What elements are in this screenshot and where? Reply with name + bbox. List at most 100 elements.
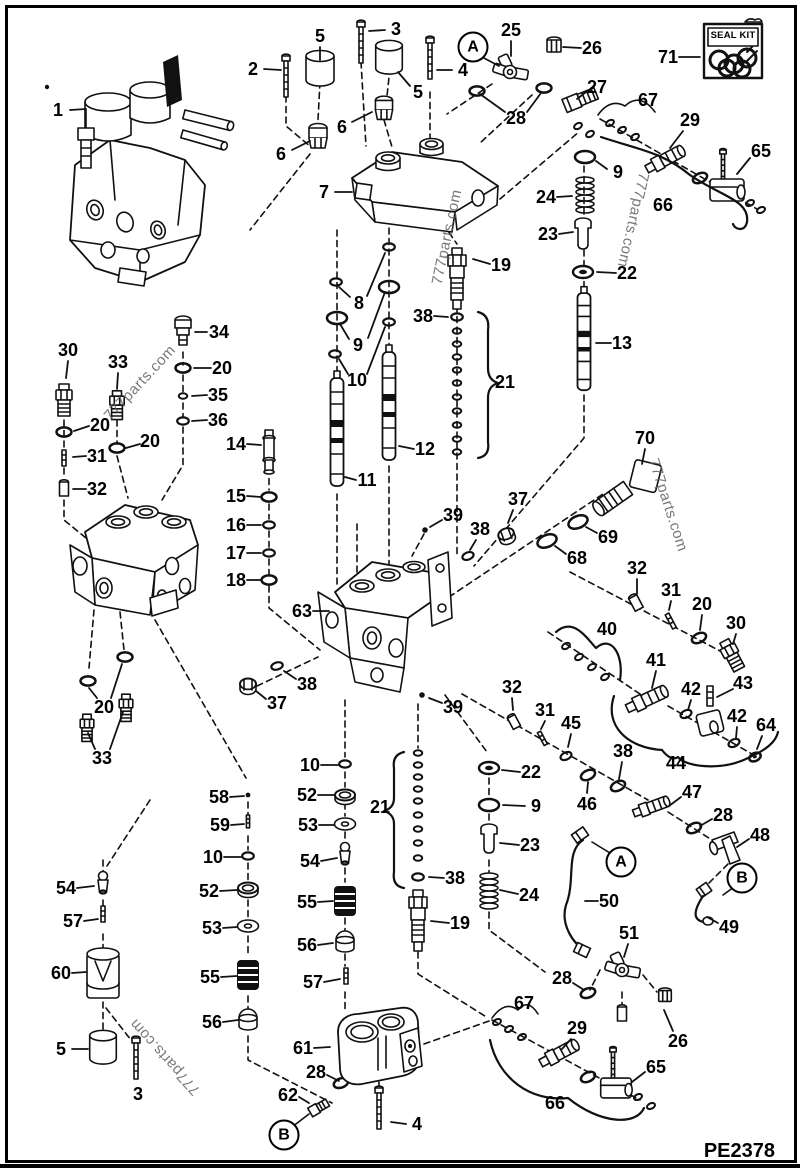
callout-31: 31 [660, 580, 682, 600]
callout-50: 50 [598, 891, 620, 911]
lower-relief-columns-art [87, 749, 501, 1080]
callout-39: 39 [442, 505, 464, 525]
callout-58: 58 [208, 787, 230, 807]
callout-67: 67 [513, 993, 535, 1013]
callout-52: 52 [296, 785, 318, 805]
callout-3: 3 [132, 1084, 144, 1104]
callout-7: 7 [318, 182, 330, 202]
callout-35: 35 [207, 385, 229, 405]
callout-leader-lines [66, 30, 762, 1127]
callout-63: 63 [291, 601, 313, 621]
callout-13: 13 [611, 333, 633, 353]
callout-21: 21 [494, 372, 516, 392]
callout-42: 42 [726, 706, 748, 726]
callout-56: 56 [201, 1012, 223, 1032]
callout-66: 66 [652, 195, 674, 215]
callout-32: 32 [626, 558, 648, 578]
callout-6: 6 [275, 144, 287, 164]
callout-2: 2 [247, 59, 259, 79]
callout-20: 20 [211, 358, 233, 378]
callout-31: 31 [86, 446, 108, 466]
section-balloon-B: B [268, 1119, 300, 1151]
callout-57: 57 [302, 972, 324, 992]
callout-20: 20 [89, 415, 111, 435]
callout-4: 4 [411, 1114, 423, 1134]
callout-66: 66 [544, 1093, 566, 1113]
center-valve-body-art [239, 525, 519, 698]
callout-28: 28 [712, 805, 734, 825]
figure-code: PE2378 [703, 1140, 775, 1162]
callout-20: 20 [691, 594, 713, 614]
callout-31: 31 [534, 700, 556, 720]
callout-21: 21 [369, 797, 391, 817]
callout-44: 44 [665, 753, 687, 773]
steel-line-50-art [565, 827, 673, 1022]
callout-67: 67 [637, 90, 659, 110]
callout-38: 38 [296, 674, 318, 694]
callout-28: 28 [505, 108, 527, 128]
callout-3: 3 [390, 19, 402, 39]
callout-54: 54 [299, 851, 321, 871]
callout-15: 15 [225, 486, 247, 506]
callout-29: 29 [566, 1018, 588, 1038]
callout-27: 27 [586, 77, 608, 97]
callout-4: 4 [457, 60, 469, 80]
callout-29: 29 [679, 110, 701, 130]
callout-61: 61 [292, 1038, 314, 1058]
callout-53: 53 [297, 815, 319, 835]
callout-45: 45 [560, 713, 582, 733]
callout-8: 8 [353, 293, 365, 313]
callout-48: 48 [749, 825, 771, 845]
callout-11: 11 [357, 470, 377, 490]
seal-kit-box [704, 19, 762, 78]
main-valve-assembly-art [44, 55, 235, 286]
callout-33: 33 [91, 748, 113, 768]
callout-32: 32 [86, 479, 108, 499]
seal-kit-label: SEAL KIT [710, 30, 756, 41]
pilot-column-right-art [571, 120, 597, 392]
callout-9: 9 [612, 162, 624, 182]
callout-1: 1 [52, 100, 64, 120]
right-fitting-chains-art [505, 591, 778, 925]
callout-14: 14 [225, 434, 247, 454]
callout-40: 40 [596, 619, 618, 639]
callout-12: 12 [414, 439, 436, 459]
callout-23: 23 [519, 835, 541, 855]
callout-52: 52 [198, 881, 220, 901]
callout-49: 49 [718, 917, 740, 937]
section-balloon-B: B [726, 862, 758, 894]
dashed-construction-lines [64, 62, 757, 1103]
callout-10: 10 [346, 370, 368, 390]
callout-71: 71 [657, 47, 679, 67]
callout-20: 20 [93, 697, 115, 717]
callout-17: 17 [225, 543, 247, 563]
section-balloon-A: A [605, 846, 637, 878]
callout-69: 69 [597, 527, 619, 547]
callout-68: 68 [566, 548, 588, 568]
callout-53: 53 [201, 918, 223, 938]
callout-70: 70 [634, 428, 656, 448]
callout-65: 65 [645, 1057, 667, 1077]
callout-43: 43 [732, 673, 754, 693]
callout-46: 46 [576, 794, 598, 814]
callout-26: 26 [667, 1031, 689, 1051]
callout-33: 33 [107, 352, 129, 372]
callout-65: 65 [750, 141, 772, 161]
callout-10: 10 [299, 755, 321, 775]
callout-55: 55 [199, 967, 221, 987]
callout-55: 55 [296, 892, 318, 912]
callout-6: 6 [336, 117, 348, 137]
callout-38: 38 [469, 519, 491, 539]
callout-10: 10 [202, 847, 224, 867]
callout-36: 36 [207, 410, 229, 430]
callout-60: 60 [50, 963, 72, 983]
callout-23: 23 [537, 224, 559, 244]
callout-20: 20 [139, 431, 161, 451]
page-border-frame [5, 5, 797, 1163]
callout-34: 34 [208, 322, 230, 342]
hose-chain-bottom-art [306, 1005, 657, 1120]
callout-41: 41 [645, 650, 667, 670]
callout-54: 54 [55, 878, 77, 898]
